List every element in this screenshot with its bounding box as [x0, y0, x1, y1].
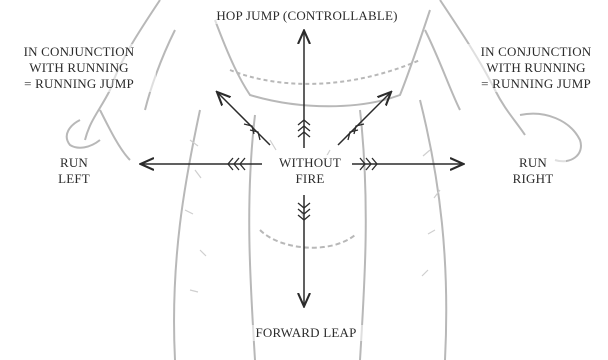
- label-line: = RUNNING JUMP: [4, 76, 154, 92]
- label-line: = RUNNING JUMP: [462, 76, 608, 92]
- label-line: RUN: [48, 155, 100, 171]
- label-forward-leap: FORWARD LEAP: [236, 325, 376, 341]
- label-running-jump-right: IN CONJUNCTION WITH RUNNING = RUNNING JU…: [460, 44, 608, 92]
- label-line: WITH RUNNING: [462, 60, 608, 76]
- label-line: RUN: [502, 155, 564, 171]
- label-running-jump-left: IN CONJUNCTION WITH RUNNING = RUNNING JU…: [2, 44, 156, 92]
- label-run-right: RUN RIGHT: [500, 155, 566, 187]
- label-line: IN CONJUNCTION: [4, 44, 154, 60]
- arrow-up-left: [218, 93, 270, 145]
- label-hop-jump: HOP JUMP (CONTROLLABLE): [192, 8, 422, 24]
- label-line: WITH RUNNING: [4, 60, 154, 76]
- label-line: FIRE: [270, 171, 350, 187]
- label-line: IN CONJUNCTION: [462, 44, 608, 60]
- label-line: RIGHT: [502, 171, 564, 187]
- label-line: WITHOUT: [270, 155, 350, 171]
- label-run-left: RUN LEFT: [46, 155, 102, 187]
- label-line: LEFT: [48, 171, 100, 187]
- label-without-fire: WITHOUT FIRE: [268, 155, 352, 187]
- arrow-up-right: [338, 93, 390, 145]
